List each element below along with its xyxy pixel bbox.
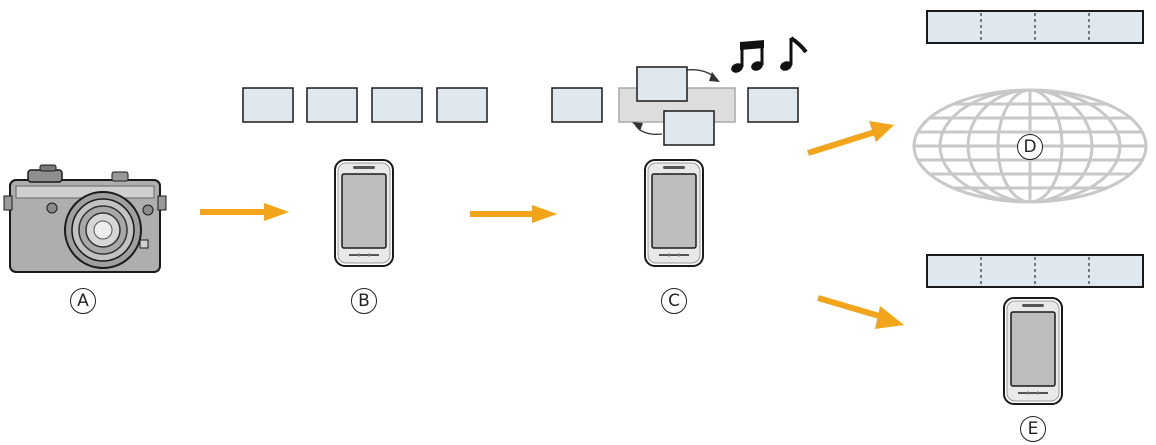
- camera-icon: [3, 164, 167, 273]
- arrow-b-to-c: [470, 205, 557, 223]
- arrow-c-to-e: [817, 295, 904, 329]
- film-strip-d: [926, 10, 1144, 44]
- music-note-icon: [731, 36, 808, 73]
- label-a: A: [70, 288, 96, 314]
- smartphone-b-icon: [334, 159, 394, 267]
- arrow-c-to-d: [807, 121, 894, 156]
- swap-arrows-icon: [632, 66, 720, 146]
- smartphone-c-icon: [644, 159, 704, 267]
- label-e: E: [1020, 416, 1046, 442]
- smartphone-e-icon: [1003, 297, 1063, 405]
- label-d: D: [1017, 134, 1043, 160]
- film-strip-e: [926, 254, 1144, 288]
- arrow-a-to-b: [200, 203, 289, 221]
- image-frames-b: [242, 87, 488, 123]
- label-b: B: [351, 288, 377, 314]
- globe-icon: [912, 88, 1148, 204]
- label-c: C: [661, 288, 687, 314]
